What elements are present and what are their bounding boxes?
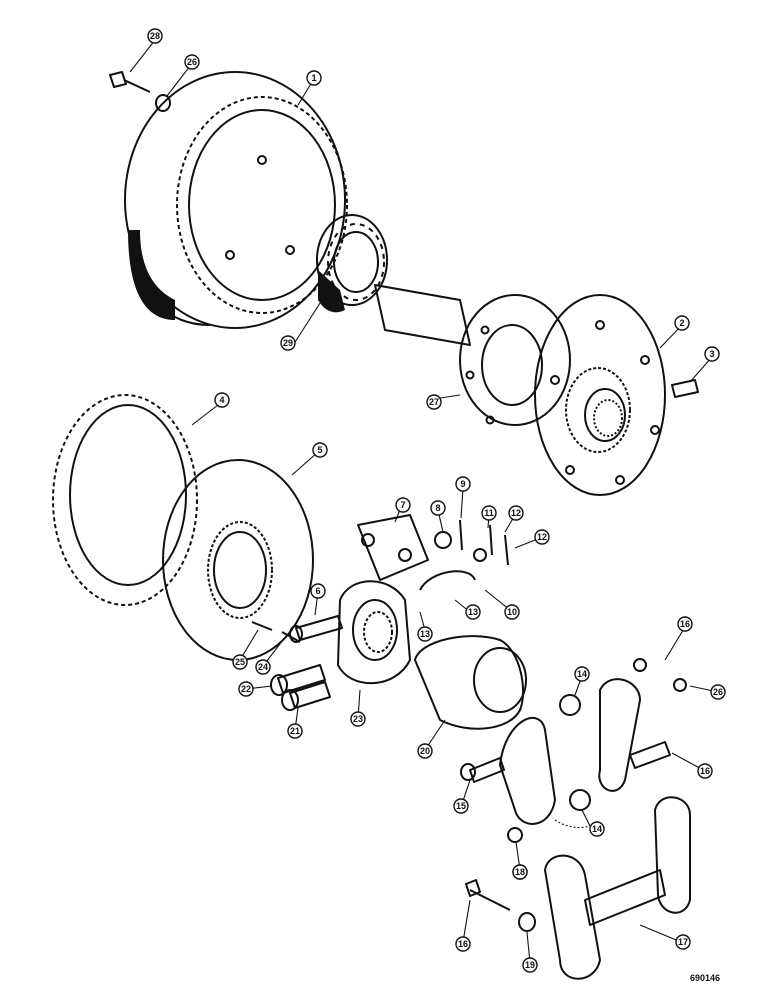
callout-8-top: 8 — [430, 500, 446, 516]
bolts-left — [251, 615, 343, 711]
callout-20: 20 — [417, 743, 433, 759]
callout-22: 22 — [238, 681, 254, 697]
callout-24: 24 — [255, 659, 271, 675]
callout-4: 4 — [214, 392, 230, 408]
svg-text:13: 13 — [468, 607, 478, 617]
svg-text:14: 14 — [592, 824, 602, 834]
svg-text:21: 21 — [290, 726, 300, 736]
drawing-reference-number: 690146 — [690, 973, 721, 983]
svg-text:25: 25 — [235, 657, 245, 667]
callout-12-lower: 12 — [534, 529, 550, 545]
callout-6: 6 — [310, 583, 326, 599]
svg-text:16: 16 — [700, 766, 710, 776]
leader-lines — [129, 39, 719, 964]
callout-17: 17 — [675, 934, 691, 950]
split-collar — [460, 658, 687, 843]
svg-text:16: 16 — [458, 939, 468, 949]
svg-text:1: 1 — [311, 73, 316, 83]
svg-text:10: 10 — [507, 607, 517, 617]
svg-text:3: 3 — [709, 349, 714, 359]
svg-text:13: 13 — [420, 629, 430, 639]
svg-text:23: 23 — [353, 714, 363, 724]
svg-text:26: 26 — [187, 57, 197, 67]
callout-13-left: 13 — [417, 626, 433, 642]
svg-text:6: 6 — [315, 586, 320, 596]
svg-text:9: 9 — [460, 479, 465, 489]
shifter-fork — [465, 796, 691, 980]
callout-23: 23 — [350, 711, 366, 727]
svg-text:24: 24 — [258, 662, 268, 672]
callout-16-top: 16 — [677, 616, 693, 632]
callout-28-top: 28 — [147, 28, 163, 44]
svg-text:15: 15 — [456, 801, 466, 811]
svg-text:11: 11 — [484, 508, 494, 518]
callout-18-washer: 18 — [512, 864, 528, 880]
svg-text:12: 12 — [511, 508, 521, 518]
ring-gear-housing — [124, 71, 348, 329]
svg-text:5: 5 — [317, 445, 322, 455]
callout-3: 3 — [704, 346, 720, 362]
callout-13-right: 13 — [465, 604, 481, 620]
svg-text:29: 29 — [283, 338, 293, 348]
svg-text:26: 26 — [713, 687, 723, 697]
callout-26-top: 26 — [184, 54, 200, 70]
callout-16-bottom: 16 — [455, 936, 471, 952]
callout-1: 1 — [306, 70, 322, 86]
callout-21: 21 — [287, 723, 303, 739]
svg-text:22: 22 — [241, 684, 251, 694]
callout-16-right: 16 — [697, 763, 713, 779]
callout-7: 7 — [395, 497, 411, 513]
callout-12-upper: 12 — [508, 505, 524, 521]
svg-text:12: 12 — [537, 532, 547, 542]
gear-ring — [52, 394, 198, 606]
svg-text:28: 28 — [150, 31, 160, 41]
callout-14-upper: 14 — [574, 666, 590, 682]
callout-2: 2 — [674, 315, 690, 331]
callout-9: 9 — [455, 476, 471, 492]
svg-text:7: 7 — [400, 500, 405, 510]
callout-11: 11 — [481, 505, 497, 521]
callout-5: 5 — [312, 442, 328, 458]
callout-19: 19 — [522, 957, 538, 973]
callout-29: 29 — [280, 335, 296, 351]
svg-text:20: 20 — [420, 746, 430, 756]
svg-text:18: 18 — [515, 867, 525, 877]
svg-text:2: 2 — [679, 318, 684, 328]
svg-text:8: 8 — [435, 503, 440, 513]
svg-text:19: 19 — [525, 960, 535, 970]
bolt-washer-top — [109, 71, 171, 112]
callout-10: 10 — [504, 604, 520, 620]
callout-27: 27 — [426, 394, 442, 410]
carrier-assembly — [337, 514, 527, 730]
callout-15: 15 — [453, 798, 469, 814]
callout-25: 25 — [232, 654, 248, 670]
bearing — [316, 214, 388, 313]
callout-26-right: 26 — [710, 684, 726, 700]
svg-text:16: 16 — [680, 619, 690, 629]
callout-14-lower: 14 — [589, 821, 605, 837]
svg-text:4: 4 — [219, 395, 224, 405]
svg-text:14: 14 — [577, 669, 587, 679]
stud — [671, 379, 699, 398]
svg-text:17: 17 — [678, 937, 688, 947]
svg-text:27: 27 — [429, 397, 439, 407]
axle-shaft-hub — [374, 284, 666, 496]
